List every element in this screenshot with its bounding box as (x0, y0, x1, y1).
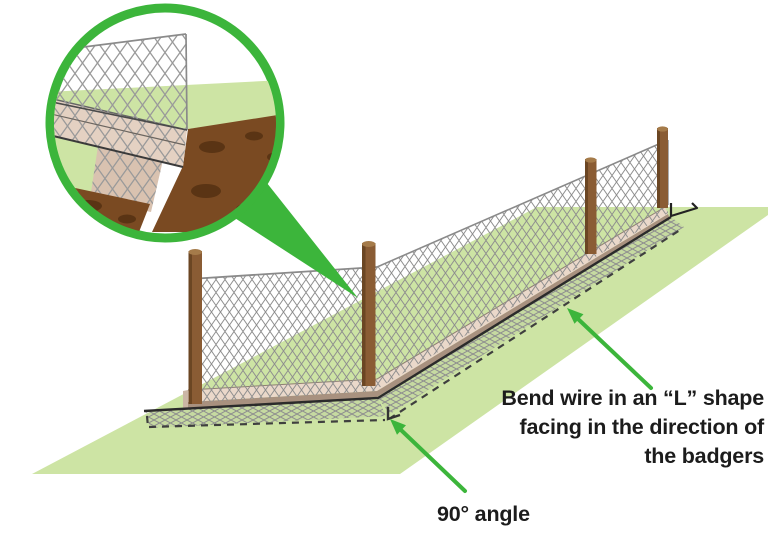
bend-wire-label-line1: Bend wire in an “L” shape (501, 386, 764, 410)
fence-post-3 (585, 157, 597, 254)
fence-post-1 (188, 249, 202, 404)
angle-label: 90° angle (437, 502, 530, 526)
inset-mesh-panel (54, 33, 188, 131)
fence-post-2 (362, 241, 376, 386)
fence-post-4 (657, 126, 668, 208)
right-angle-mark (386, 407, 401, 421)
magnifier-pointer (224, 173, 358, 298)
bend-wire-label-line3: the badgers (644, 444, 764, 468)
end-l-profile (669, 202, 699, 218)
dashed-outline-side (388, 227, 684, 420)
base-wire-line (143, 215, 672, 413)
arrow-to-l-flap (567, 308, 653, 390)
l-flap-side (378, 217, 684, 414)
dashed-outline-front (145, 415, 386, 429)
magnifier-inset (54, 33, 276, 232)
bend-wire-label: Bend wire in an “L” shape facing in the … (501, 384, 764, 471)
arrow-to-angle (390, 419, 467, 493)
l-flap-front (145, 398, 386, 428)
bend-wire-label-line2: facing in the direction of (519, 415, 765, 439)
